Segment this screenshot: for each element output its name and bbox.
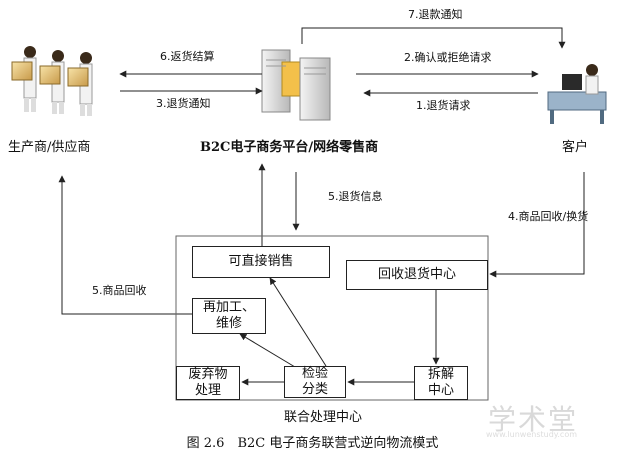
dismantle-text-1: 拆解 bbox=[427, 367, 454, 382]
supplier-workers-icon bbox=[11, 46, 93, 116]
edge-refund-notice-arrow bbox=[301, 27, 566, 49]
edge-confirm-reject-label: 2.确认或拒绝请求 bbox=[404, 51, 492, 64]
edge-inspect-to-direct-sale-arrow bbox=[269, 277, 327, 367]
joint-center-title: 联合处理中心 bbox=[284, 410, 363, 425]
inspect-text-1: 检验 bbox=[301, 366, 328, 381]
edge-goods-recycle-label: 4.商品回收/换货 bbox=[508, 210, 589, 223]
edge-goods-recovery-label: 5.商品回收 bbox=[92, 284, 147, 297]
node-customer-label: 客户 bbox=[562, 140, 589, 155]
reprocess-text-2: 维修 bbox=[215, 316, 242, 331]
inspect-text-2: 分类 bbox=[301, 382, 328, 397]
waste-text-1: 废弃物 bbox=[188, 367, 228, 382]
direct-sale-text: 可直接销售 bbox=[228, 254, 294, 269]
edge-refund-notice-label: 7.退款通知 bbox=[408, 8, 463, 21]
edge-goods-recycle-arrow bbox=[489, 172, 585, 278]
reprocess-box: 再加工、 维修 bbox=[192, 298, 266, 334]
dismantle-text-2: 中心 bbox=[427, 383, 454, 398]
inspect-box: 检验 分类 bbox=[284, 366, 346, 398]
waste-box: 废弃物 处理 bbox=[176, 366, 240, 400]
dismantle-box: 拆解 中心 bbox=[414, 366, 468, 400]
waste-text-2: 处理 bbox=[194, 383, 221, 398]
watermark-url: www.lunwenstudy.com bbox=[486, 430, 578, 439]
edge-return-info-label: 5.退货信息 bbox=[328, 190, 383, 203]
joint-center-frame bbox=[175, 235, 489, 401]
edge-return-notice-label: 3.退货通知 bbox=[156, 97, 211, 110]
direct-sale-box: 可直接销售 bbox=[192, 246, 330, 278]
recycle-center-text: 回收退货中心 bbox=[377, 267, 456, 282]
edge-goods-recovery-arrow bbox=[58, 175, 192, 315]
edge-return-request-label: 1.退货请求 bbox=[416, 99, 471, 112]
customer-computer-icon bbox=[547, 64, 607, 124]
node-platform-label: B2C电子商务平台/网络零售商 bbox=[200, 140, 379, 155]
edge-inspect-to-reprocess-arrow bbox=[239, 333, 301, 371]
platform-server-icon bbox=[261, 49, 331, 121]
edge-return-settlement-label: 6.返货结算 bbox=[160, 50, 215, 63]
node-supplier-label: 生产商/供应商 bbox=[8, 140, 91, 155]
figure-caption: 图 2.6 B2C 电子商务联营式逆向物流模式 bbox=[186, 436, 439, 451]
watermark-logo: 学术堂 bbox=[488, 403, 579, 436]
recycle-center-box: 回收退货中心 bbox=[346, 260, 488, 290]
reprocess-text-1: 再加工、 bbox=[202, 300, 255, 315]
